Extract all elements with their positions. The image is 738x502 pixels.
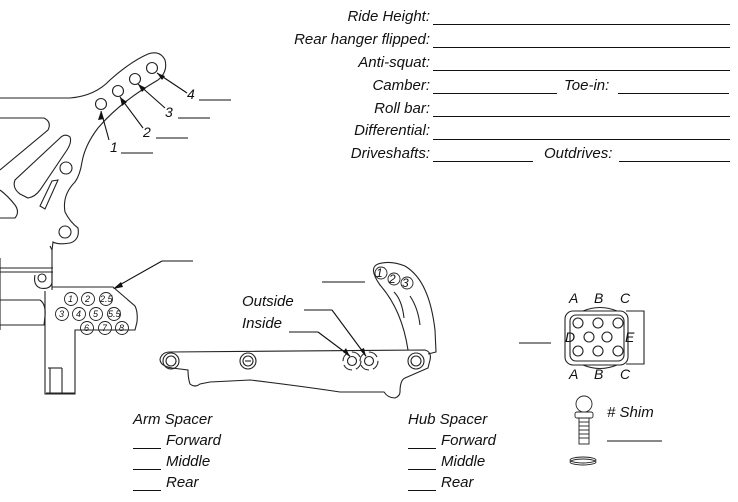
roll-bar-label: Roll bar: [374, 100, 430, 117]
camber-link-holes [374, 266, 414, 290]
driveshafts-label: Driveshafts: [350, 145, 430, 162]
bulkhead-drawing [564, 306, 645, 370]
driveshafts-field[interactable] [433, 161, 533, 162]
hub-carrier-holes [55, 292, 129, 335]
ride-height-field[interactable] [433, 24, 730, 25]
arm-spacer-title: Arm Spacer [133, 411, 213, 428]
bulkhead-top-a: A [569, 290, 579, 306]
arm-spacer-middle-label: Middle [166, 453, 211, 470]
inside-label: Inside [242, 315, 283, 332]
shock-tower-holes [94, 61, 159, 111]
shim-label: # Shim [607, 404, 654, 421]
rear-hanger-flipped-field[interactable] [433, 47, 730, 48]
hub-hole-label: 1 [68, 294, 74, 304]
hub-spacer-forward-label: Forward [441, 432, 497, 449]
outdrives-label: Outdrives: [544, 145, 613, 162]
shock-hole-3 [128, 72, 142, 86]
outdrives-field[interactable] [619, 161, 730, 162]
camber-label: Camber: [372, 77, 430, 94]
shock-hole-label-4: 4 [187, 86, 195, 102]
hub-spacer-rear-label: Rear [441, 474, 474, 491]
differential-field[interactable] [433, 139, 730, 140]
hub-spacer-middle-label: Middle [441, 453, 486, 470]
hub-hole-label: 2.5 [100, 294, 113, 304]
camber-hole-label-3: 3 [402, 276, 409, 290]
bulkhead-bottom-b: B [594, 366, 604, 382]
shock-hole-4 [145, 61, 159, 75]
shock-hole-2 [111, 84, 125, 98]
arm-spacer-middle-field[interactable] [133, 469, 161, 470]
hub-hole-label: 5 [93, 309, 99, 319]
rear-hanger-flipped-label: Rear hanger flipped: [294, 31, 430, 48]
arm-spacer-rear-label: Rear [166, 474, 199, 491]
camber-hole-label-1: 1 [376, 266, 383, 280]
hub-hole-label: 8 [119, 323, 125, 333]
hub-spacer-title: Hub Spacer [408, 411, 488, 428]
hub-spacer-rear-field[interactable] [408, 490, 436, 491]
camber-field[interactable] [433, 93, 557, 94]
toe-in-label: Toe-in: [564, 77, 610, 94]
shock-hole-label-3: 3 [165, 104, 173, 120]
ride-height-label: Ride Height: [347, 8, 430, 25]
differential-label: Differential: [354, 122, 430, 139]
bulkhead-bottom-a: A [569, 366, 579, 382]
hub-carrier-leader [115, 260, 193, 288]
arm-spacer-forward-label: Forward [166, 432, 222, 449]
arm-drawing [159, 261, 437, 399]
bulkhead-right-e: E [625, 329, 635, 345]
bulkhead-bottom-c: C [620, 366, 631, 382]
hub-spacer-forward-field[interactable] [408, 448, 436, 449]
ball-stud-drawing [569, 395, 597, 466]
arm-spacer-rear-field[interactable] [133, 490, 161, 491]
bulkhead-top-c: C [620, 290, 631, 306]
hub-hole-label: 3 [59, 309, 65, 319]
hub-hole-label: 5.5 [108, 309, 121, 319]
hub-hole-label: 2 [85, 294, 91, 304]
anti-squat-label: Anti-squat: [358, 54, 430, 71]
shock-hole-1 [94, 97, 108, 111]
camber-hole-label-2: 2 [389, 272, 396, 286]
outside-label: Outside [242, 293, 294, 310]
hub-spacer-middle-field[interactable] [408, 469, 436, 470]
shock-hole-label-2: 2 [143, 124, 151, 140]
anti-squat-field[interactable] [433, 70, 730, 71]
arm-spacer-forward-field[interactable] [133, 448, 161, 449]
toe-in-field[interactable] [618, 93, 729, 94]
hub-hole-label: 7 [102, 323, 108, 333]
bulkhead-top-b: B [594, 290, 604, 306]
roll-bar-field[interactable] [433, 116, 730, 117]
bulkhead-left-d: D [565, 329, 576, 345]
hub-carrier-drawing [0, 258, 138, 395]
arm-leaders [289, 281, 367, 357]
shock-hole-label-1: 1 [110, 139, 118, 155]
hub-hole-label: 6 [84, 323, 90, 333]
hub-hole-label: 4 [76, 309, 82, 319]
